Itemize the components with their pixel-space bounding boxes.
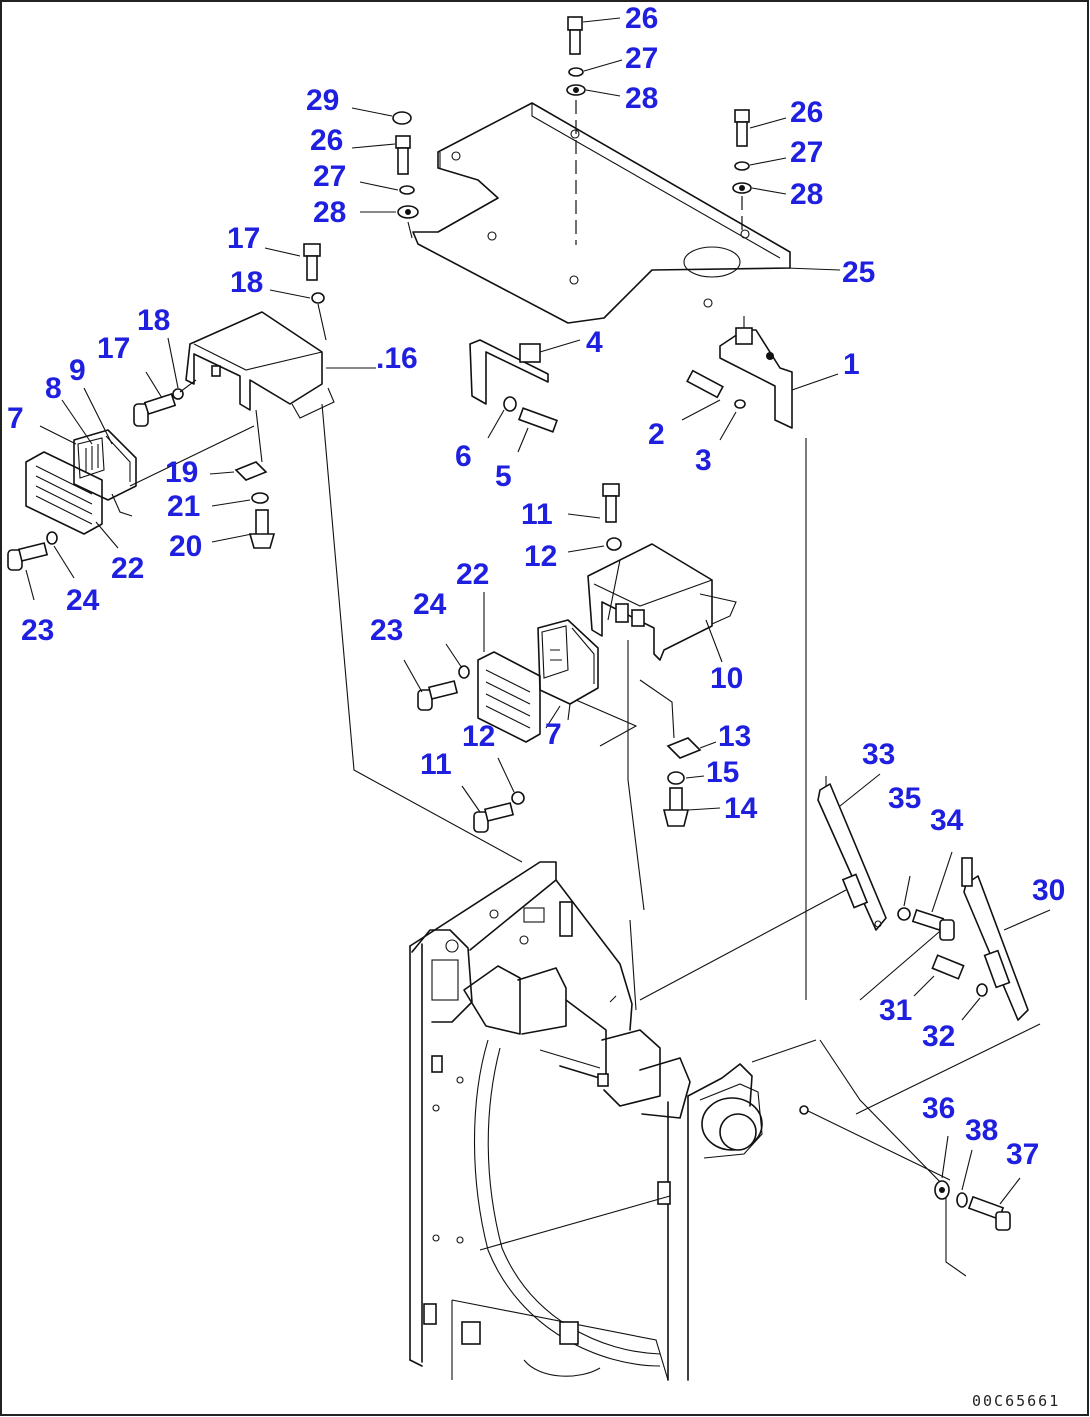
callout-11: 11 [521, 498, 553, 531]
callout-5: 5 [495, 460, 512, 493]
callout-15: 15 [706, 756, 739, 789]
callout-1: 1 [843, 348, 860, 381]
callout-6: 6 [455, 440, 472, 473]
callout-12: 12 [524, 540, 557, 573]
bolt-stack-top [566, 16, 623, 245]
bracket-1 [681, 316, 839, 441]
right-side-parts [799, 773, 1051, 1231]
callout-19: 19 [165, 456, 198, 489]
callout-28: 28 [313, 196, 346, 229]
callout-16: .16 [376, 342, 418, 375]
callout-22: 22 [456, 558, 489, 591]
callout-35: 35 [888, 782, 921, 815]
callout-23: 23 [370, 614, 403, 647]
callout-7: 7 [545, 718, 562, 751]
callout-9: 9 [69, 354, 86, 387]
callout-36: 36 [922, 1092, 955, 1125]
callout-28: 28 [790, 178, 823, 211]
callout-27: 27 [790, 136, 823, 169]
callout-27: 27 [313, 160, 346, 193]
callout-26: 26 [790, 96, 823, 129]
callout-25: 25 [842, 256, 875, 289]
figure-code: 00C65661 [972, 1392, 1060, 1410]
callout-30: 30 [1032, 874, 1065, 907]
callout-17: 17 [97, 332, 130, 365]
callout-24: 24 [413, 588, 447, 621]
radiator-frame [409, 861, 763, 1381]
callout-3: 3 [695, 444, 712, 477]
callout-13: 13 [718, 720, 751, 753]
callout-31: 31 [879, 994, 912, 1027]
callout-22: 22 [111, 552, 144, 585]
callout-labels: 26 27 28 29 26 27 28 26 27 28 25 17 18 .… [7, 2, 1065, 1171]
callout-18: 18 [137, 304, 170, 337]
left-lamp-assembly [7, 243, 376, 601]
callout-12: 12 [462, 720, 495, 753]
callout-26: 26 [625, 2, 658, 35]
callout-27: 27 [625, 42, 658, 75]
bolt-stack-left [351, 107, 419, 239]
callout-24: 24 [66, 584, 100, 617]
callout-8: 8 [45, 372, 62, 405]
callout-2: 2 [648, 418, 665, 451]
callout-18: 18 [230, 266, 263, 299]
callout-38: 38 [965, 1114, 998, 1147]
center-lamp-assembly [403, 483, 737, 833]
callout-10: 10 [710, 662, 743, 695]
cover-plate [412, 102, 791, 324]
callout-37: 37 [1006, 1138, 1039, 1171]
callout-11: 11 [420, 748, 452, 781]
bracket-4 [469, 339, 581, 453]
callout-20: 20 [169, 530, 202, 563]
callout-7: 7 [7, 402, 24, 435]
callout-33: 33 [862, 738, 895, 771]
callout-32: 32 [922, 1020, 955, 1053]
callout-4: 4 [586, 326, 603, 359]
lead-lines [129, 403, 1041, 1277]
bolt-stack-right [732, 109, 841, 271]
callout-29: 29 [306, 84, 339, 117]
callout-26: 26 [310, 124, 343, 157]
callout-14: 14 [724, 792, 758, 825]
callout-23: 23 [21, 614, 54, 647]
callout-21: 21 [167, 490, 200, 523]
callout-28: 28 [625, 82, 658, 115]
callout-17: 17 [227, 222, 260, 255]
callout-34: 34 [930, 804, 964, 837]
